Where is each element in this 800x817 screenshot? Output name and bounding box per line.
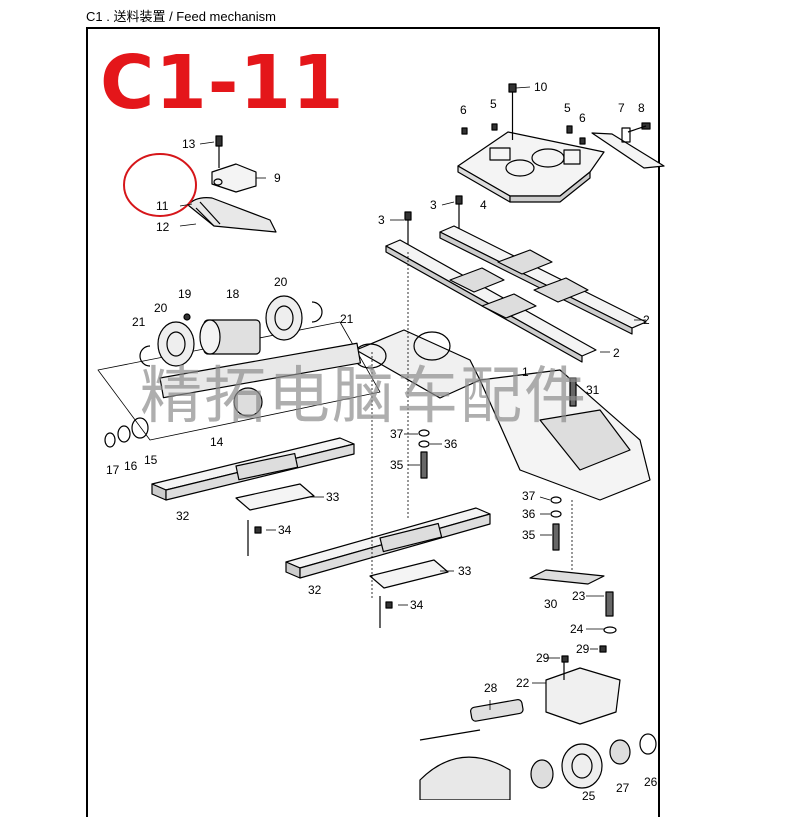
callout-31: 31: [586, 383, 600, 397]
linear-rails-2: [385, 225, 647, 363]
callout-4: 4: [480, 198, 487, 212]
callout-29: 29: [536, 651, 550, 665]
callout-21: 21: [340, 312, 354, 326]
leader-lines: [179, 86, 646, 710]
callout-27: 27: [616, 781, 630, 795]
callout-35: 35: [390, 458, 404, 472]
callout-13: 13: [182, 137, 196, 151]
rail-assembly-lower-32: [285, 507, 491, 628]
callout-37: 37: [522, 489, 536, 503]
callout-33: 33: [326, 490, 340, 504]
callout-5: 5: [490, 97, 497, 111]
callout-35: 35: [522, 528, 536, 542]
clamp-block-9: [187, 135, 277, 233]
callout-6: 6: [460, 103, 467, 117]
callout-12: 12: [156, 220, 170, 234]
callout-2: 2: [613, 346, 620, 360]
callout-33: 33: [458, 564, 472, 578]
callout-30: 30: [544, 597, 558, 611]
callout-2: 2: [643, 313, 650, 327]
callout-6: 6: [579, 111, 586, 125]
callout-26: 26: [644, 775, 658, 789]
callout-36: 36: [522, 507, 536, 521]
callout-24: 24: [570, 622, 584, 636]
callout-32: 32: [308, 583, 322, 597]
callout-23: 23: [572, 589, 586, 603]
callout-labels: 10 6 5 5 6 7 8 13 9 11 12 3 3 4 19 18 20…: [106, 80, 658, 800]
diagram-frame: [86, 27, 660, 817]
exploded-view-drawing: 10 6 5 5 6 7 8 13 9 11 12 3 3 4 19 18 20…: [97, 80, 665, 800]
callout-9: 9: [274, 171, 281, 185]
callout-18: 18: [226, 287, 240, 301]
feed-shaft-assembly: [97, 295, 381, 448]
callout-32: 32: [176, 509, 190, 523]
shaft-28: [419, 699, 524, 741]
screws-35-36-37: [418, 377, 577, 551]
callout-17: 17: [106, 463, 120, 477]
callout-1: 1: [522, 365, 529, 379]
top-screws: [461, 83, 651, 145]
callout-37: 37: [390, 427, 404, 441]
callout-22: 22: [516, 676, 530, 690]
watermark-text: 精拓电脑车配件: [140, 359, 589, 432]
callout-29: 29: [576, 642, 590, 656]
callout-20: 20: [274, 275, 288, 289]
callout-10: 10: [534, 80, 548, 94]
section-header: C1 . 送料装置 / Feed mechanism: [86, 9, 276, 24]
highlight-circle: [123, 153, 197, 217]
bracket-22: [545, 591, 621, 725]
callout-21: 21: [132, 315, 146, 329]
callout-28: 28: [484, 681, 498, 695]
callout-3: 3: [430, 198, 437, 212]
callout-25: 25: [582, 789, 596, 800]
callout-15: 15: [144, 453, 158, 467]
callout-16: 16: [124, 459, 138, 473]
callout-3: 3: [378, 213, 385, 227]
diagram-title: C1-11: [100, 40, 345, 126]
guide-rail-7: [591, 127, 665, 169]
callout-36: 36: [444, 437, 458, 451]
callout-14: 14: [210, 435, 224, 449]
callout-8: 8: [638, 101, 645, 115]
guide-lines: [371, 252, 573, 600]
callout-11: 11: [156, 199, 169, 213]
rail-assembly-upper-32: [151, 437, 355, 556]
callout-5: 5: [564, 101, 571, 115]
main-body-1: [353, 329, 651, 501]
pulley-assembly-25-27: [419, 733, 657, 800]
callout-34: 34: [410, 598, 424, 612]
callout-20: 20: [154, 301, 168, 315]
callout-19: 19: [178, 287, 192, 301]
callout-34: 34: [278, 523, 292, 537]
callout-7: 7: [618, 101, 625, 115]
base-plate-4: [457, 131, 605, 203]
plate-30: [529, 569, 605, 585]
screws-3: [404, 195, 463, 248]
parts-diagram-page: C1 . 送料装置 / Feed mechanism: [86, 9, 665, 817]
